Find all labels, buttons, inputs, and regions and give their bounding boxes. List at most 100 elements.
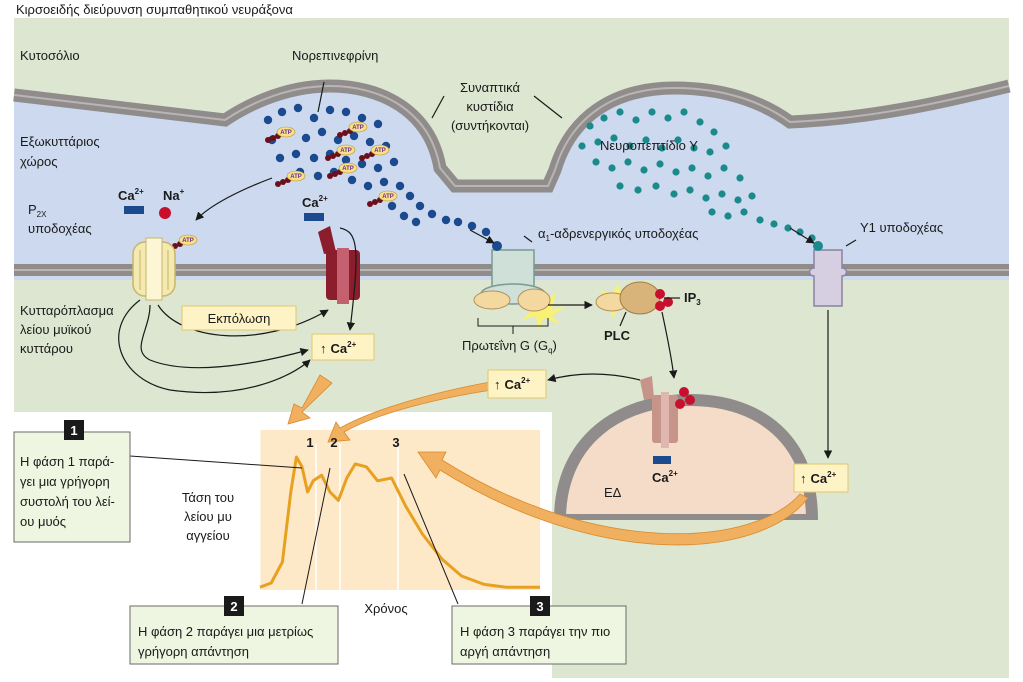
norepinephrine-dot xyxy=(373,119,383,129)
phase-3-text-1: Η φάση 3 παράγει την πιο xyxy=(460,624,610,639)
norepinephrine-dot xyxy=(341,107,351,117)
phase-marker-2: 2 xyxy=(330,435,337,450)
neuropeptide-y-dot xyxy=(640,166,648,174)
smooth-muscle-label-3: κυττάρου xyxy=(20,341,73,356)
norepinephrine-dot xyxy=(379,177,389,187)
y-axis-label-1: Τάση του xyxy=(182,490,234,505)
norepinephrine-dot xyxy=(309,113,319,123)
norepinephrine-dot xyxy=(277,107,287,117)
neuropeptide-y-dot xyxy=(670,190,678,198)
neuropeptide-y-dot xyxy=(722,142,730,150)
calcium-channel xyxy=(318,226,360,304)
calcium-increase-label-2: ↑Ca2+ xyxy=(494,376,531,392)
extracellular-label-1: Εξωκυττάριος xyxy=(20,134,100,149)
atp-phosphate-dot xyxy=(342,130,348,136)
norepinephrine-dot xyxy=(325,105,335,115)
y1-receptor-label: Y1 υποδοχέας xyxy=(860,220,943,235)
norepinephrine-dot xyxy=(395,181,405,191)
ca-channel-label: Ca2+ xyxy=(302,194,328,210)
atp-molecule-icon xyxy=(378,190,398,202)
atp-label: ATP xyxy=(382,194,394,200)
neuropeptide-y-dot xyxy=(594,138,602,146)
phase-3-number: 3 xyxy=(536,599,543,614)
norepinephrine-dot xyxy=(415,201,425,211)
neuropeptide-y-dot xyxy=(616,108,624,116)
calcium-ion-icon xyxy=(124,206,144,214)
neuropeptide-y-dot xyxy=(686,186,694,194)
atp-phosphate-dot xyxy=(332,171,338,177)
norepinephrine-dot xyxy=(291,149,301,159)
extracellular-label-2: χώρος xyxy=(20,154,58,169)
norepinephrine-dot xyxy=(347,175,357,185)
calcium-to-phase2-arrow xyxy=(327,381,493,443)
chart-series xyxy=(259,455,540,589)
atp-molecule-icon xyxy=(338,162,358,174)
phase-2-text-1: Η φάση 2 παράγει μια μετρίως xyxy=(138,624,313,639)
atp-label: ATP xyxy=(352,125,364,131)
norepinephrine-label: Νορεπινεφρίνη xyxy=(292,48,378,63)
neuropeptide-y-dot xyxy=(748,192,756,200)
neuropeptide-y-dot xyxy=(664,114,672,122)
norepinephrine-dot xyxy=(293,103,303,113)
atp-molecule-icon xyxy=(336,144,356,156)
norepinephrine-dot xyxy=(313,171,323,181)
neuropeptide-y-dot xyxy=(718,190,726,198)
vesicles-label-3: (συντήκονται) xyxy=(451,118,529,133)
phase-1-text-3: συστολή του λεί- xyxy=(20,494,115,509)
p2x-label-2: υποδοχέας xyxy=(28,221,92,236)
x-axis-label: Χρόνος xyxy=(364,601,407,616)
norepinephrine-dot xyxy=(387,201,397,211)
diagram-title: Κιρσοειδής διεύρυνση συμπαθητικού νευράξ… xyxy=(16,2,293,17)
calcium-increase-box-2 xyxy=(487,369,547,399)
atp-phosphate-dot xyxy=(327,173,333,179)
y-axis-label-3: αγγείου xyxy=(186,528,230,543)
phase-2-number: 2 xyxy=(230,599,237,614)
cytosol-label: Κυτοσόλιο xyxy=(20,48,80,63)
phase-1-text-2: γει μια γρήγορη xyxy=(20,474,110,489)
neuropeptide-y-dot xyxy=(734,196,742,204)
chart-plot-area xyxy=(260,430,540,590)
neuropeptide-y-dot xyxy=(652,182,660,190)
neuropeptide-y-dot xyxy=(626,142,634,150)
atp-label: ATP xyxy=(280,130,292,136)
neuropeptide-y-dot xyxy=(708,208,716,216)
neuropeptide-y-dot xyxy=(624,158,632,166)
atp-label: ATP xyxy=(342,166,354,172)
neuropeptide-y-dot xyxy=(592,158,600,166)
na-label: Na+ xyxy=(163,187,185,203)
neuropeptide-y-molecules xyxy=(578,108,816,242)
norepinephrine-dot xyxy=(317,127,327,137)
neuropeptide-y-dot xyxy=(608,164,616,172)
neuropeptide-y-dot xyxy=(696,118,704,126)
neuropeptide-y-dot xyxy=(690,144,698,152)
signal-arrows xyxy=(118,81,857,459)
depolarization-label: Εκπόλωση xyxy=(208,311,271,326)
atp-phosphate-dot xyxy=(330,153,336,159)
ip3-receptor-channel xyxy=(640,376,695,448)
atp-phosphate-dot xyxy=(280,179,286,185)
norepinephrine-dot xyxy=(275,153,285,163)
neuropeptide-y-dot xyxy=(600,114,608,122)
callout-lines xyxy=(129,455,459,605)
y1-receptor xyxy=(808,249,848,307)
atp-label: ATP xyxy=(374,148,386,154)
neuropeptide-y-dot xyxy=(756,216,764,224)
phase-3-text-2: αργή απάντηση xyxy=(460,644,550,659)
atp-molecule-icon xyxy=(370,144,390,156)
phase-1-callout: 1 Η φάση 1 παρά- γει μια γρήγορη συστολή… xyxy=(13,420,131,543)
calcium-ion-icon xyxy=(653,456,671,464)
ca-p2x-label: Ca2+ xyxy=(118,187,144,203)
neuropeptide-y-dot xyxy=(634,186,642,194)
phase-2-text-2: γρήγορη απάντηση xyxy=(138,644,249,659)
neuropeptide-y-dot xyxy=(648,108,656,116)
atp-molecule-icon xyxy=(286,170,306,182)
norepinephrine-dot xyxy=(441,215,451,225)
neuropeptide-y-dot xyxy=(736,174,744,182)
norepinephrine-dot xyxy=(453,217,463,227)
neuropeptide-y-dot xyxy=(784,224,792,232)
atp-phosphate-dot xyxy=(275,181,281,187)
phase-1-text-1: Η φάση 1 παρά- xyxy=(20,454,114,469)
norepinephrine-dot xyxy=(373,163,383,173)
neuropeptide-y-dot xyxy=(720,164,728,172)
